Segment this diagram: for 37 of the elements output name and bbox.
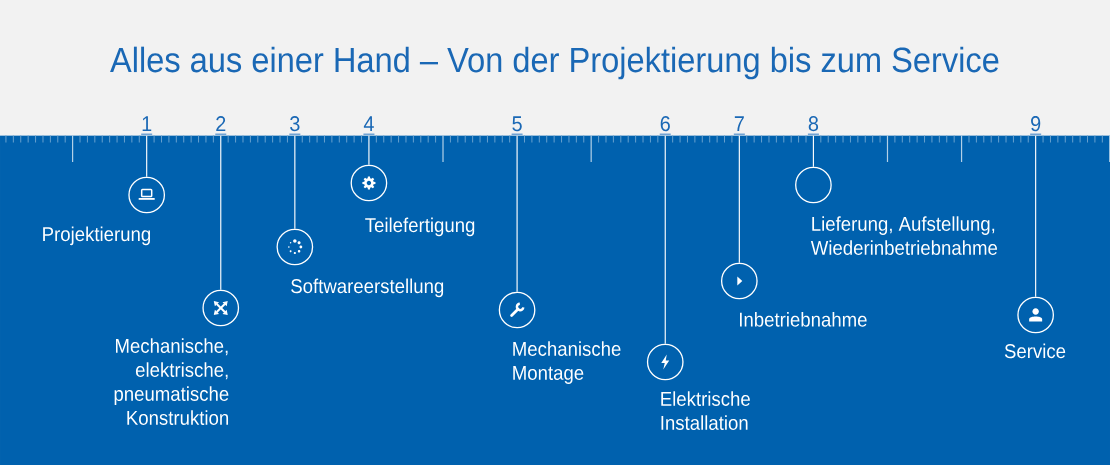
step-label: Teilefertigung: [365, 217, 475, 237]
icon-circle: [720, 262, 758, 300]
step-number: 6: [660, 116, 670, 132]
step-number: 5: [512, 116, 522, 132]
step-number: 1: [142, 116, 152, 131]
connector-line: [368, 135, 370, 166]
connector-line: [1035, 135, 1037, 298]
title: Alles aus einer Hand – Von der Projektierung bis zum Service: [110, 46, 999, 80]
step-label: Lieferung, Aufstellung, Wiederinbetriebnahme: [810, 216, 998, 255]
connector-line: [738, 135, 740, 264]
step-number: 9: [1031, 116, 1041, 132]
step-number: 4: [363, 116, 374, 131]
step-number: 3: [290, 116, 300, 132]
step-label: Projektierung: [43, 226, 150, 246]
step-number: 7: [734, 116, 744, 131]
icon-circle: [646, 343, 684, 381]
icon-circle: [1017, 296, 1054, 334]
connector-line: [664, 135, 666, 345]
step-label: Softwareerstellung: [291, 278, 444, 298]
step-label: Elektrische Installation: [661, 391, 750, 430]
icon-circle: [128, 176, 166, 214]
step-label: Mechanische, elektrische, pneumatische Konstruktion: [114, 338, 229, 425]
icon-circle: [795, 166, 832, 204]
icon-circle: [276, 228, 314, 266]
icon-circle: [202, 289, 240, 327]
connector-line: [516, 135, 518, 293]
step-label: Mechanische Montage: [513, 341, 621, 384]
step-label: Service: [1004, 343, 1066, 359]
step-number: 2: [216, 116, 226, 131]
icon-circle: [350, 164, 388, 202]
connector-line: [146, 135, 148, 178]
icon-circle: [498, 291, 536, 329]
connector-line: [220, 135, 222, 291]
step-label: Inbetriebnahme: [740, 312, 867, 327]
step-number: 8: [808, 116, 819, 132]
connector-line: [812, 135, 814, 168]
connector-line: [294, 135, 296, 230]
